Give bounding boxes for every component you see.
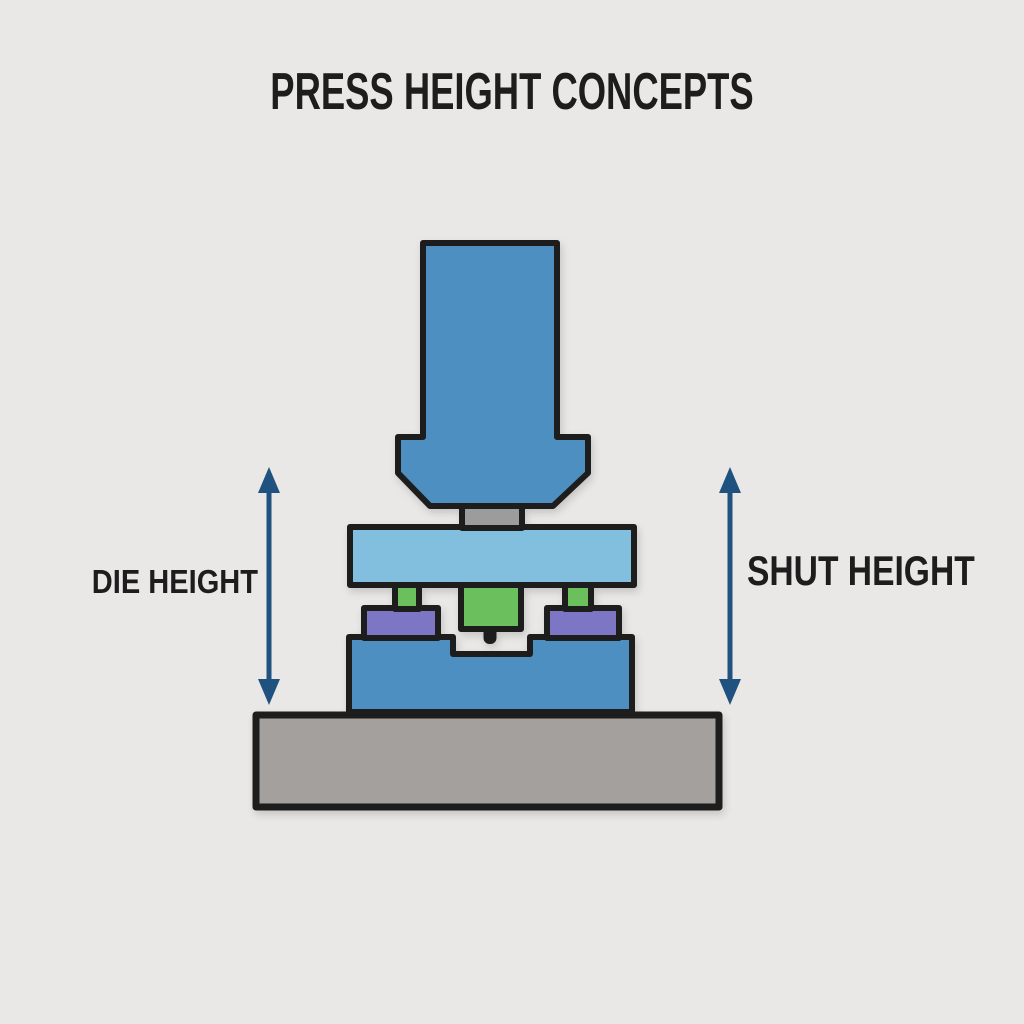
spacer-block-left bbox=[361, 605, 441, 641]
guide-pin-left bbox=[392, 582, 422, 612]
die-height-arrow bbox=[258, 467, 280, 705]
shut-height-arrow bbox=[719, 467, 741, 705]
lower-die-shoe bbox=[346, 634, 635, 715]
guide-pin-right bbox=[562, 582, 594, 612]
shut-height-arrowhead-top bbox=[719, 467, 741, 493]
shut-height-arrowhead-bottom bbox=[719, 679, 741, 705]
die-height-label: DIE HEIGHT bbox=[91, 563, 258, 600]
punch-pilot-tip bbox=[483, 626, 497, 644]
upper-die-shoe-plate bbox=[347, 524, 637, 588]
die-height-arrowhead-bottom bbox=[258, 679, 280, 705]
die-height-arrowhead-top bbox=[258, 467, 280, 493]
punch-block bbox=[458, 582, 524, 632]
press-machine-group bbox=[252, 240, 723, 811]
shut-height-label: SHUT HEIGHT bbox=[747, 547, 975, 594]
spacer-block-right bbox=[544, 605, 622, 641]
press-ram bbox=[395, 240, 591, 509]
bolster-base-plate bbox=[252, 711, 723, 811]
diagram-title: PRESS HEIGHT CONCEPTS bbox=[270, 63, 754, 121]
